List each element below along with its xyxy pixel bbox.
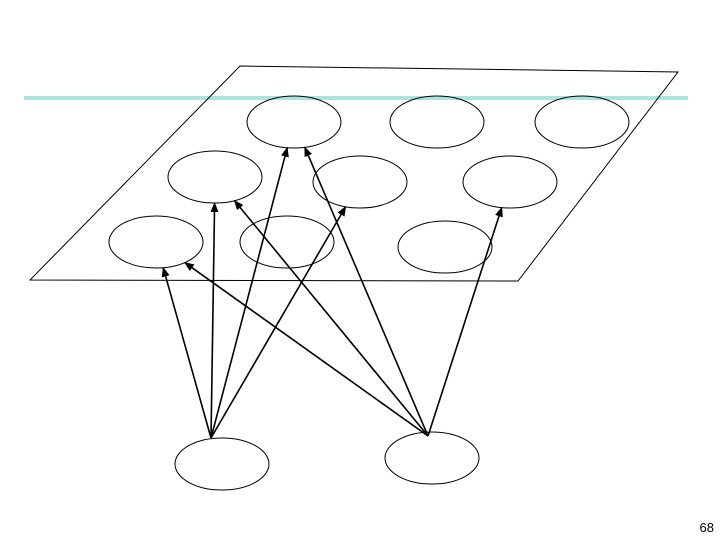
nodes-group [108,95,630,491]
grid-node-g4 [167,150,263,204]
connection-arrow-in1-g5 [210,205,347,439]
grid-node-g6 [462,155,558,209]
grid-node-g8 [239,215,335,269]
grid-node-g7 [108,215,204,269]
connection-arrow-in1-g7 [161,266,212,439]
connection-arrow-in2-g4 [233,199,429,437]
input-node-in1 [174,437,270,491]
connection-arrow-in2-g6 [427,206,503,437]
connections-group [161,146,503,439]
connection-arrow-in1-g1 [210,146,289,439]
input-node-in2 [384,431,480,485]
grid-node-g5 [312,155,408,209]
connection-arrow-in2-g1 [304,146,429,437]
grid-node-g2 [389,95,485,149]
connection-arrow-in2-g7 [183,261,429,437]
output-layer-plane [28,65,680,282]
grid-node-g9 [397,220,493,274]
grid-node-g3 [534,95,630,149]
page-number: 68 [699,520,714,535]
grid-node-g1 [246,95,342,149]
connection-arrow-in1-g4 [210,201,219,439]
